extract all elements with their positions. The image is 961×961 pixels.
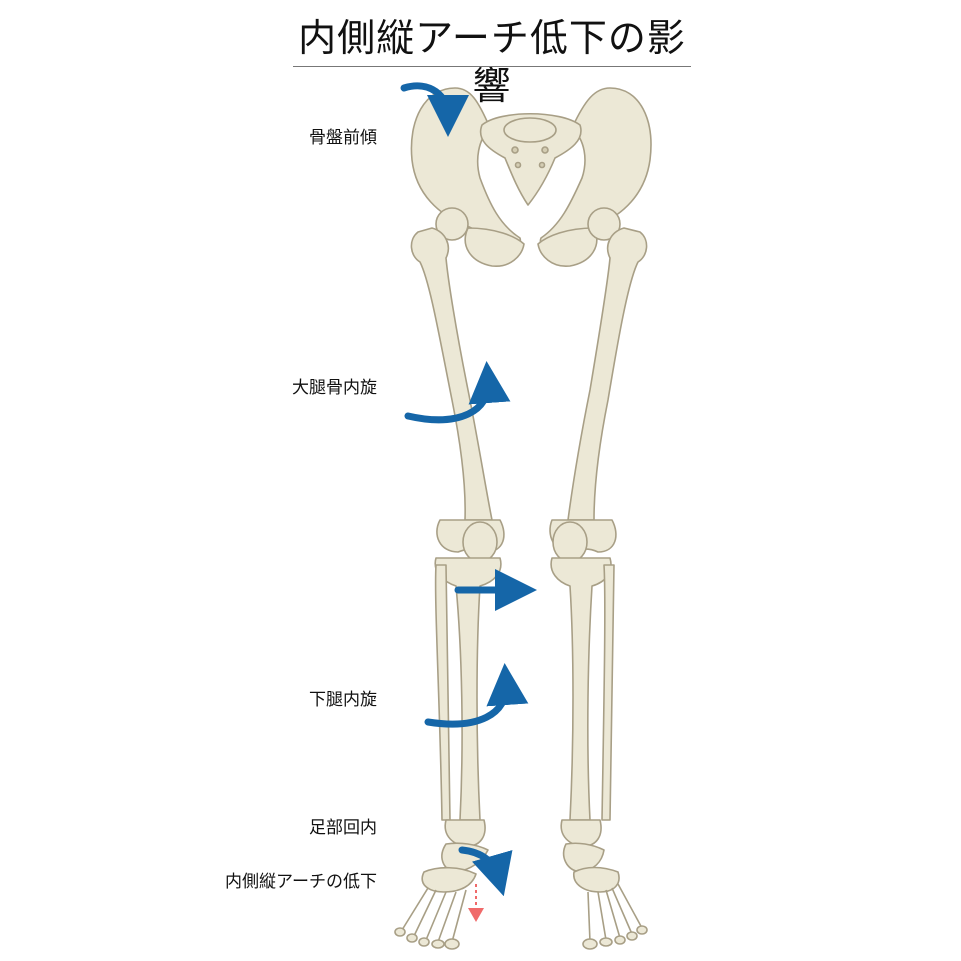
tibia-rotation-arrow [424, 663, 529, 728]
left-femur-bone [410, 207, 505, 563]
femur-rotation-arrow [404, 361, 511, 424]
pelvis-bone [410, 87, 652, 267]
pelvic-tilt-arrow [400, 82, 469, 137]
left-tibia-fibula-bones [434, 557, 502, 847]
left-foot-bones [394, 842, 489, 950]
page-title: 内側縦アーチ低下の影響 [298, 16, 686, 108]
label-pelvic-tilt: 骨盤前傾 [309, 128, 377, 148]
right-foot-bones [562, 842, 648, 950]
label-femur-internal-rotation: 大腿骨内旋 [292, 378, 377, 398]
label-medial-arch-drop: 内側縦アーチの低下 [225, 872, 377, 892]
right-tibia-fibula-bones [550, 557, 615, 847]
title-underline [293, 66, 691, 67]
foot-pronation-arrow [458, 846, 513, 897]
arch-drop-arrow [468, 884, 484, 922]
right-femur-bone [549, 207, 648, 563]
label-tibia-internal-rotation: 下腿内旋 [309, 690, 377, 710]
label-foot-pronation: 足部回内 [309, 818, 377, 838]
